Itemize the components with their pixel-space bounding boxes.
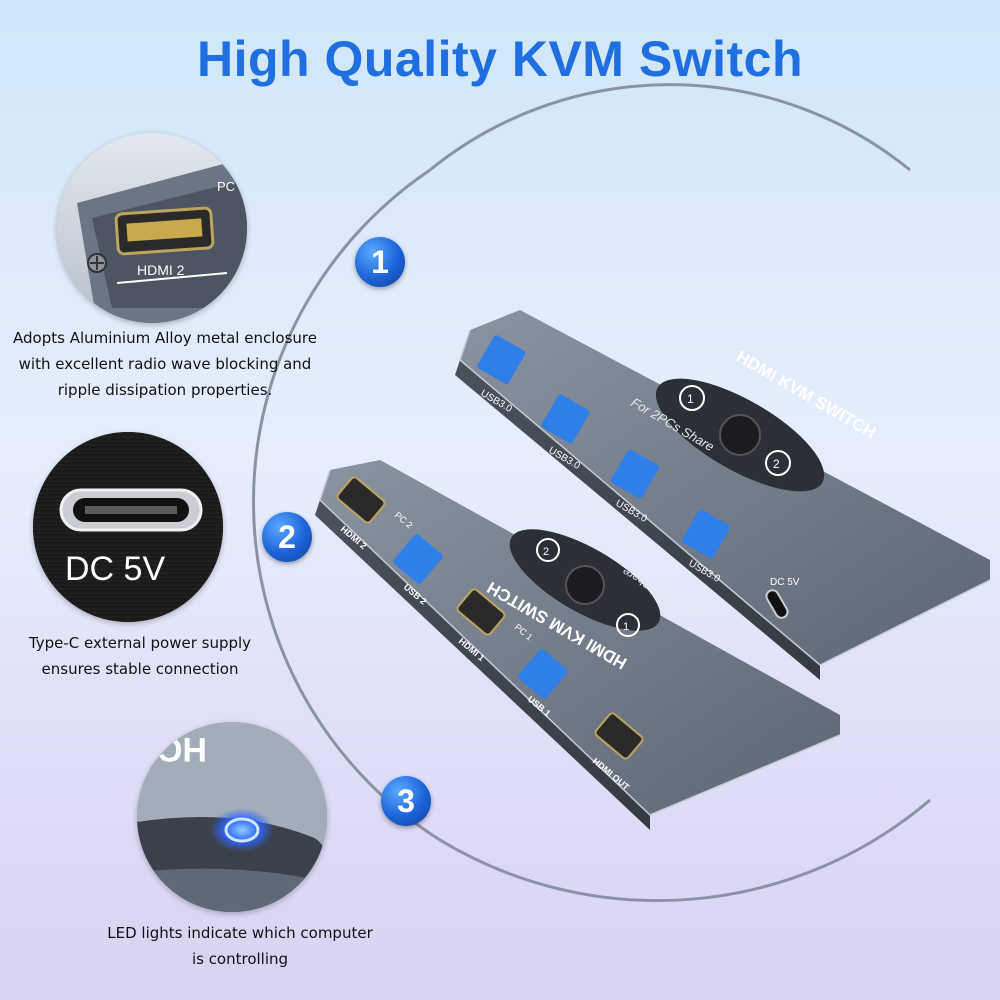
feature-caption-2: Type-C external power supply ensures sta… (10, 630, 270, 682)
usb-c-port-back: DC 5V (765, 577, 800, 619)
feature-caption-3: LED lights indicate which computer is co… (95, 920, 385, 972)
hdmi2-text: HDMI 2 (137, 262, 185, 278)
caption-line: ripple dissipation properties. (57, 381, 273, 399)
usb-c-port-icon: DC 5V (33, 432, 223, 622)
led-button-closeup: HC (137, 722, 327, 912)
hdmi-port-icon: HDMI 2 PC (57, 133, 247, 323)
badge-3: 3 (381, 776, 431, 826)
badge-1: 1 (355, 237, 405, 287)
page-title: High Quality KVM Switch (197, 31, 803, 87)
badge-2: 2 (262, 512, 312, 562)
caption-line: is controlling (191, 950, 289, 968)
button-2-label: 2 (773, 457, 780, 471)
caption-line: with excellent radio wave blocking and (18, 355, 312, 373)
kvm-device-front: HDMI 2 PC 2 USB 2 HDMI 1 PC 1 USB 1 HDMI… (315, 460, 841, 830)
hdmi-port-closeup: HDMI 2 PC (57, 133, 247, 323)
kvm-device-back: USB3.0 USB3.0 USB3.0 USB3.0 DC 5V 1 2 HD… (455, 310, 991, 680)
caption-line: Adopts Aluminium Alloy metal enclosure (13, 329, 317, 347)
usb-c-port-closeup: DC 5V (33, 432, 223, 622)
dc5v-text: DC 5V (65, 550, 165, 588)
caption-line: LED lights indicate which computer (107, 924, 373, 942)
pc-text: PC (217, 179, 235, 194)
caption-line: ensures stable connection (41, 660, 239, 678)
button-1-label: 1 (687, 392, 694, 406)
caption-line: Type-C external power supply (28, 634, 252, 652)
feature-caption-1: Adopts Aluminium Alloy metal enclosure w… (10, 325, 320, 403)
button-1-label: 1 (623, 621, 629, 633)
button-2-label: 2 (543, 546, 549, 558)
dc5v-label: DC 5V (770, 577, 800, 588)
